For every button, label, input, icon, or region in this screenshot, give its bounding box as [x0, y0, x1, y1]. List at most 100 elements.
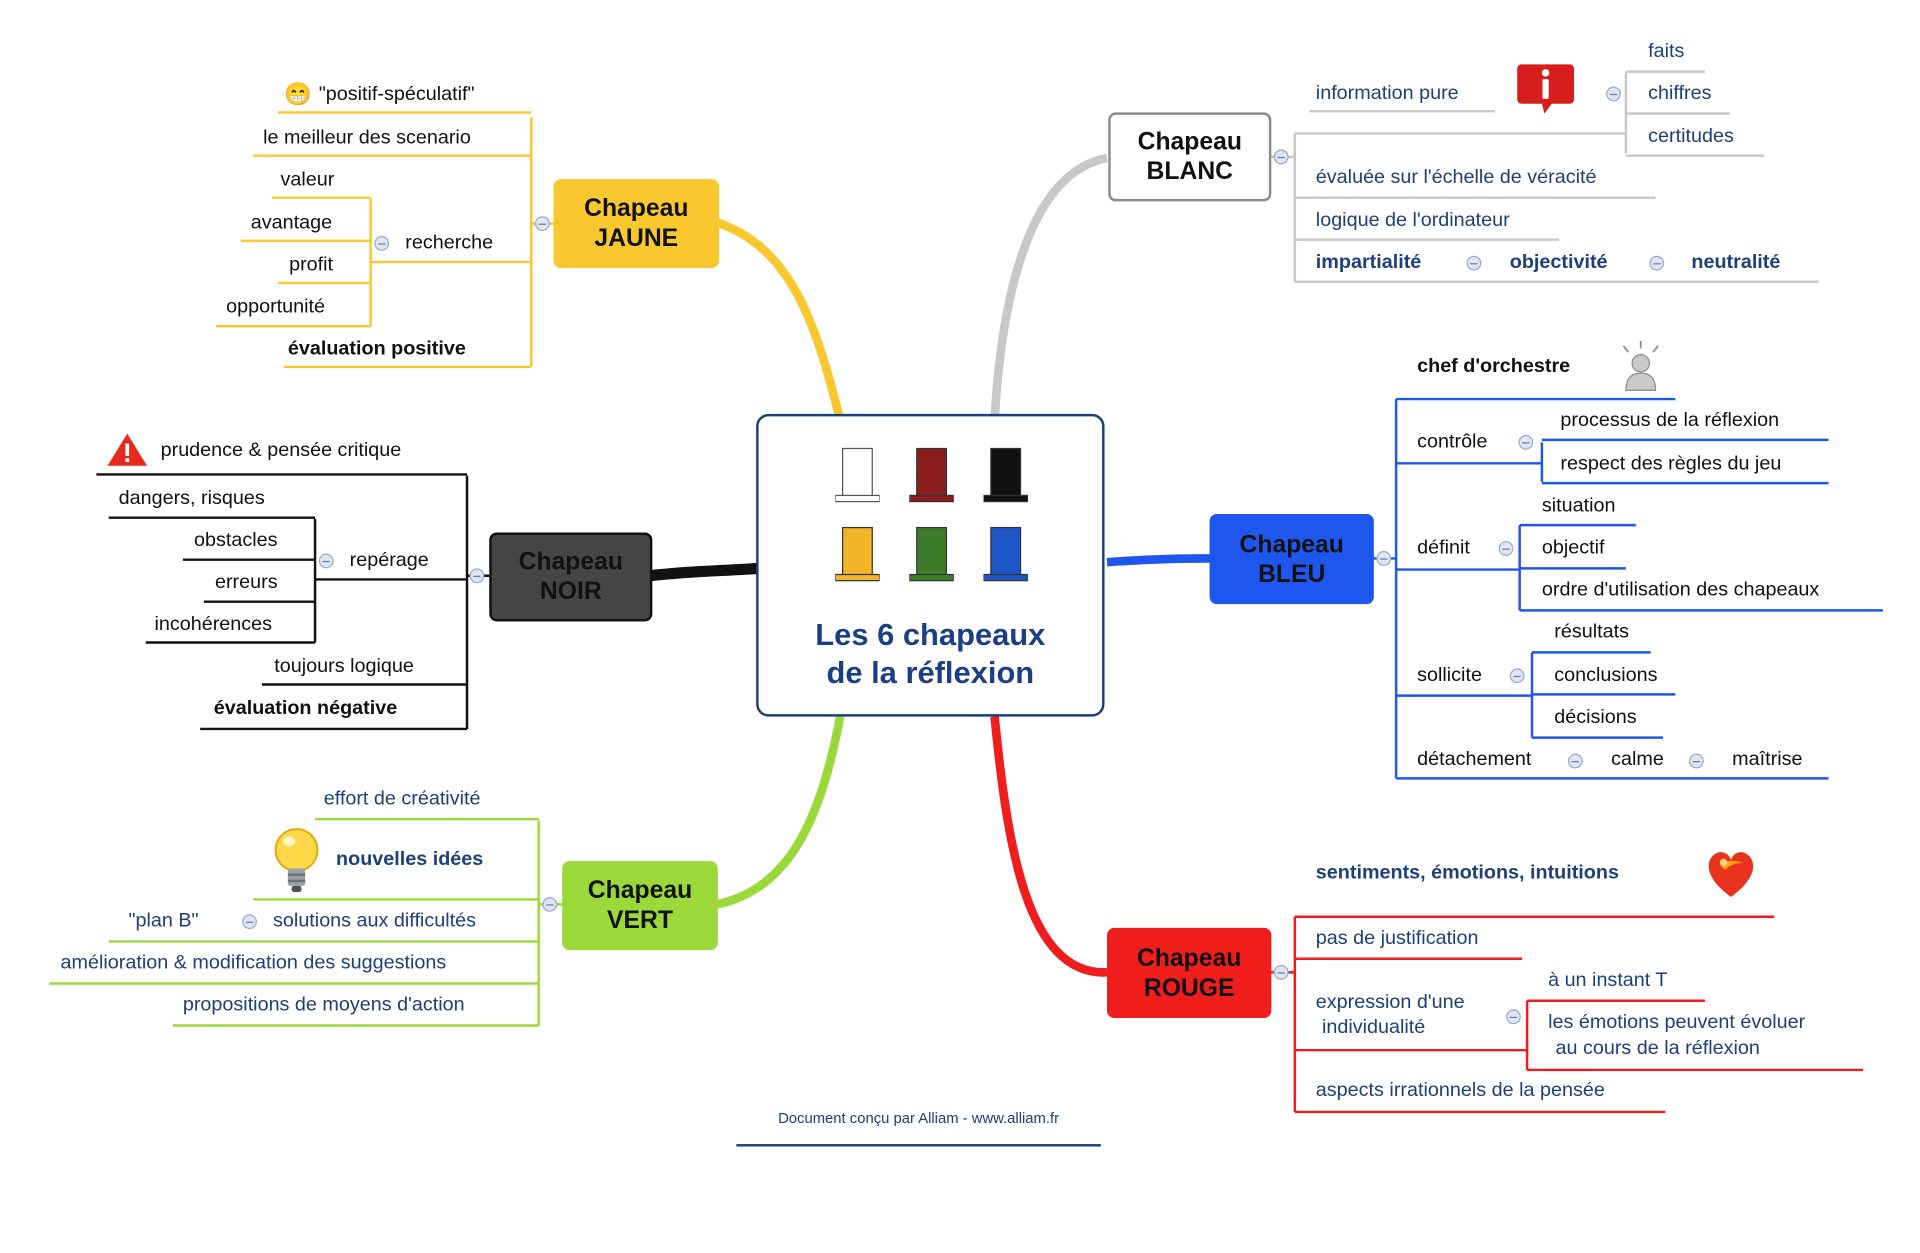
noir-item-reperage[interactable]: repérage [349, 549, 429, 571]
bleu-sollicite-conclusions[interactable]: conclusions [1554, 664, 1658, 686]
rouge-title-line2: ROUGE [1143, 974, 1235, 1002]
vert-item-amelioration[interactable]: amélioration & modification des suggesti… [60, 952, 447, 974]
collapse-toggle-controle[interactable] [1518, 434, 1534, 450]
noir-item-evaluation[interactable]: évaluation négative [213, 698, 398, 720]
central-title-line2: de la réflexion [826, 656, 1035, 691]
hat-node-blanc[interactable]: Chapeau BLANC [1108, 112, 1272, 202]
hat-node-vert[interactable]: Chapeau VERT [562, 861, 718, 951]
collapse-toggle-bleu[interactable] [1376, 551, 1392, 566]
collapse-toggle-recherche[interactable] [374, 235, 390, 251]
vert-item-propositions[interactable]: propositions de moyens d'action [182, 994, 465, 1016]
rouge-item-individualite[interactable]: individualité [1321, 1016, 1426, 1038]
jaune-item-positif[interactable]: "positif-spéculatif" [318, 84, 475, 106]
blanc-item-echelle[interactable]: évaluée sur l'échelle de véracité [1315, 166, 1597, 188]
bleu-definit[interactable]: définit [1417, 537, 1470, 559]
bleu-title-line1: Chapeau [1239, 530, 1344, 558]
collapse-toggle-objectivite[interactable] [1649, 255, 1665, 271]
noir-sub-erreurs[interactable]: erreurs [214, 572, 278, 594]
yellow-hat-icon [834, 525, 881, 587]
blanc-chain-objectivite[interactable]: objectivité [1509, 252, 1608, 274]
jaune-item-recherche[interactable]: recherche [405, 232, 494, 254]
blanc-chain-neutralite[interactable]: neutralité [1691, 252, 1781, 274]
bleu-definit-objectif[interactable]: objectif [1541, 537, 1605, 559]
blanc-sub-faits[interactable]: faits [1648, 40, 1685, 62]
collapse-toggle-vert[interactable] [542, 896, 558, 912]
collapse-toggle-sollicite[interactable] [1509, 668, 1525, 684]
collapse-toggle-jaune[interactable] [534, 216, 550, 232]
noir-item-prudence[interactable]: prudence & pensée critique [160, 439, 402, 461]
bleu-chain-calme[interactable]: calme [1611, 748, 1664, 770]
collapse-toggle-rouge[interactable] [1273, 964, 1289, 980]
hat-node-noir[interactable]: Chapeau NOIR [489, 532, 653, 622]
bleu-sollicite-resultats[interactable]: résultats [1554, 621, 1629, 643]
jaune-sub-profit[interactable]: profit [289, 254, 334, 276]
blanc-item-logique[interactable]: logique de l'ordinateur [1315, 210, 1510, 232]
collapse-toggle-impartialite[interactable] [1466, 255, 1482, 271]
collapse-toggle-calme[interactable] [1688, 753, 1704, 769]
blanc-title-line1: Chapeau [1137, 128, 1242, 156]
vert-item-nouvelles-idees[interactable]: nouvelles idées [336, 848, 484, 870]
white-hat-icon [834, 446, 881, 508]
footer-underline [736, 1144, 1101, 1147]
bleu-sollicite-decisions[interactable]: décisions [1554, 706, 1637, 728]
red-hat-icon [908, 446, 955, 508]
blanc-item-information[interactable]: information pure [1315, 82, 1459, 104]
bleu-controle[interactable]: contrôle [1417, 431, 1488, 453]
blanc-chain-impartialite[interactable]: impartialité [1315, 252, 1422, 274]
jaune-title-line2: JAUNE [594, 224, 679, 253]
rouge-item-justification[interactable]: pas de justification [1315, 927, 1479, 949]
bleu-chef[interactable]: chef d'orchestre [1417, 355, 1571, 377]
blanc-sub-certitudes[interactable]: certitudes [1648, 126, 1734, 148]
bleu-title-line2: BLEU [1258, 560, 1326, 588]
jaune-item-meilleur[interactable]: le meilleur des scenario [263, 127, 471, 149]
bleu-chain-detachement[interactable]: détachement [1417, 748, 1532, 770]
heart-icon [1703, 845, 1760, 902]
warning-icon [106, 432, 148, 467]
rouge-sub-reflexion[interactable]: au cours de la réflexion [1555, 1037, 1760, 1059]
rouge-sub-instant[interactable]: à un instant T [1548, 969, 1668, 991]
rouge-sub-emotions[interactable]: les émotions peuvent évoluer [1548, 1011, 1806, 1033]
collapse-toggle-expression[interactable] [1506, 1009, 1521, 1025]
green-hat-icon [908, 525, 955, 587]
collapse-toggle-blanc[interactable] [1273, 149, 1289, 165]
collapse-toggle-noir[interactable] [469, 568, 485, 584]
info-icon [1512, 64, 1579, 123]
jaune-sub-avantage[interactable]: avantage [250, 212, 333, 234]
rouge-header[interactable]: sentiments, émotions, intuitions [1315, 862, 1619, 884]
collapse-toggle-definit[interactable] [1498, 541, 1514, 556]
rouge-item-expression[interactable]: expression d'une [1315, 992, 1465, 1014]
blanc-sub-chiffres[interactable]: chiffres [1648, 82, 1712, 104]
hat-node-bleu[interactable]: Chapeau BLEU [1209, 513, 1374, 605]
noir-sub-obstacles[interactable]: obstacles [193, 530, 278, 552]
collapse-toggle-detachement[interactable] [1567, 753, 1583, 769]
jaune-sub-valeur[interactable]: valeur [280, 169, 335, 191]
noir-sub-dangers[interactable]: dangers, risques [118, 488, 265, 510]
collapse-toggle-solutions[interactable] [242, 914, 257, 930]
noir-sub-incoherences[interactable]: incohérences [154, 614, 273, 636]
bleu-controle-processus[interactable]: processus de la réflexion [1560, 410, 1780, 432]
grin-emoji-icon: 😁 [284, 81, 312, 107]
jaune-sub-opportunite[interactable]: opportunité [226, 296, 326, 318]
hat-node-rouge[interactable]: Chapeau ROUGE [1107, 927, 1272, 1019]
bleu-definit-situation[interactable]: situation [1541, 495, 1616, 517]
central-topic[interactable]: Les 6 chapeaux de la réflexion [756, 413, 1105, 717]
vert-item-solutions[interactable]: solutions aux difficultés [273, 910, 476, 932]
vert-plan-b[interactable]: "plan B" [128, 910, 199, 932]
collapse-toggle-information[interactable] [1606, 86, 1621, 102]
noir-item-logique[interactable]: toujours logique [274, 656, 414, 678]
bleu-controle-respect[interactable]: respect des règles du jeu [1560, 453, 1782, 475]
central-title: Les 6 chapeaux de la réflexion [759, 617, 1102, 694]
rouge-item-irrationnels[interactable]: aspects irrationnels de la pensée [1315, 1079, 1605, 1101]
bleu-definit-ordre[interactable]: ordre d'utilisation des chapeaux [1541, 579, 1820, 601]
hat-node-jaune[interactable]: Chapeau JAUNE [553, 179, 720, 269]
lightbulb-icon [272, 825, 321, 897]
bleu-sollicite[interactable]: sollicite [1417, 664, 1482, 686]
noir-title-line2: NOIR [539, 578, 602, 606]
rouge-title-line1: Chapeau [1136, 944, 1242, 972]
bleu-chain-maitrise[interactable]: maîtrise [1732, 748, 1803, 770]
vert-item-effort[interactable]: effort de créativité [323, 788, 481, 810]
collapse-toggle-reperage[interactable] [318, 553, 334, 569]
jaune-item-evaluation[interactable]: évaluation positive [287, 338, 466, 360]
blue-hat-icon [982, 525, 1029, 587]
